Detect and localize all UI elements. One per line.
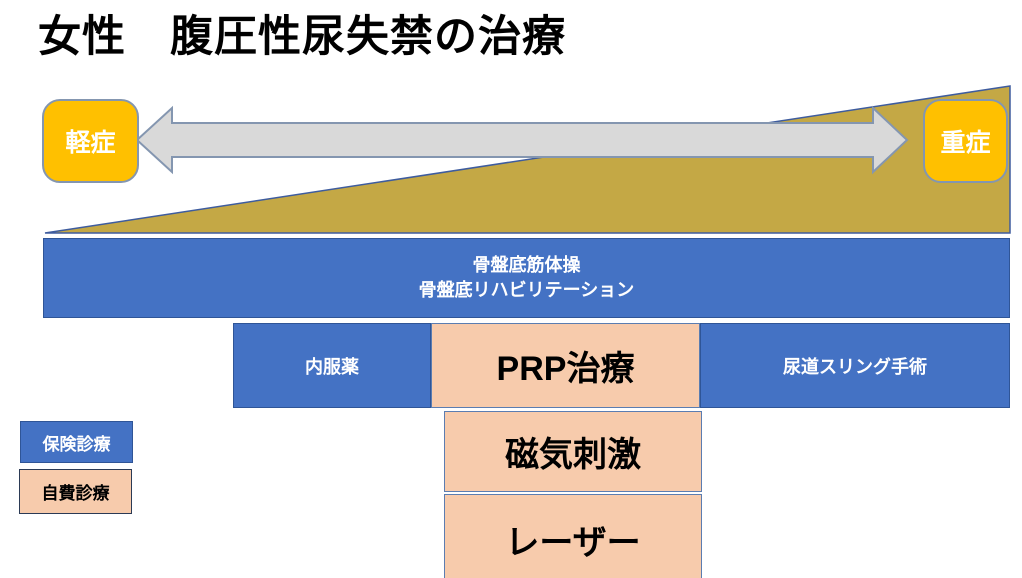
treatment-cell-magnetic-stimulation: 磁気刺激 xyxy=(444,411,702,492)
legend-insurance-label: 保険診療 xyxy=(42,434,111,454)
severity-severe-badge: 重症 xyxy=(923,99,1008,183)
severity-severe-label: 重症 xyxy=(940,129,991,157)
page-title: 女性 腹圧性尿失禁の治療 xyxy=(38,13,566,61)
oral-medication-label: 内服薬 xyxy=(305,356,359,377)
treatment-bar-pelvic-floor: 骨盤底筋体操 骨盤底リハビリテーション xyxy=(43,238,1010,318)
severity-mild-badge: 軽症 xyxy=(42,99,139,183)
pelvic-floor-exercise-label: 骨盤底筋体操 xyxy=(472,255,581,275)
legend-insurance-covered: 保険診療 xyxy=(20,421,133,463)
severity-mild-label: 軽症 xyxy=(65,129,116,157)
magnetic-stimulation-label: 磁気刺激 xyxy=(505,436,641,474)
treatment-cell-laser: レーザー xyxy=(444,494,702,578)
treatment-cell-sling-surgery: 尿道スリング手術 xyxy=(700,323,1010,408)
laser-label: レーザー xyxy=(505,523,641,562)
prp-label: PRP治療 xyxy=(496,350,635,388)
pelvic-floor-rehab-label: 骨盤底リハビリテーション xyxy=(418,280,635,300)
legend-self-pay-label: 自費診療 xyxy=(41,484,110,503)
sling-surgery-label: 尿道スリング手術 xyxy=(783,356,927,377)
treatment-cell-oral-medication: 内服薬 xyxy=(233,323,431,408)
treatment-cell-prp: PRP治療 xyxy=(431,323,700,408)
legend-self-pay: 自費診療 xyxy=(19,469,132,514)
